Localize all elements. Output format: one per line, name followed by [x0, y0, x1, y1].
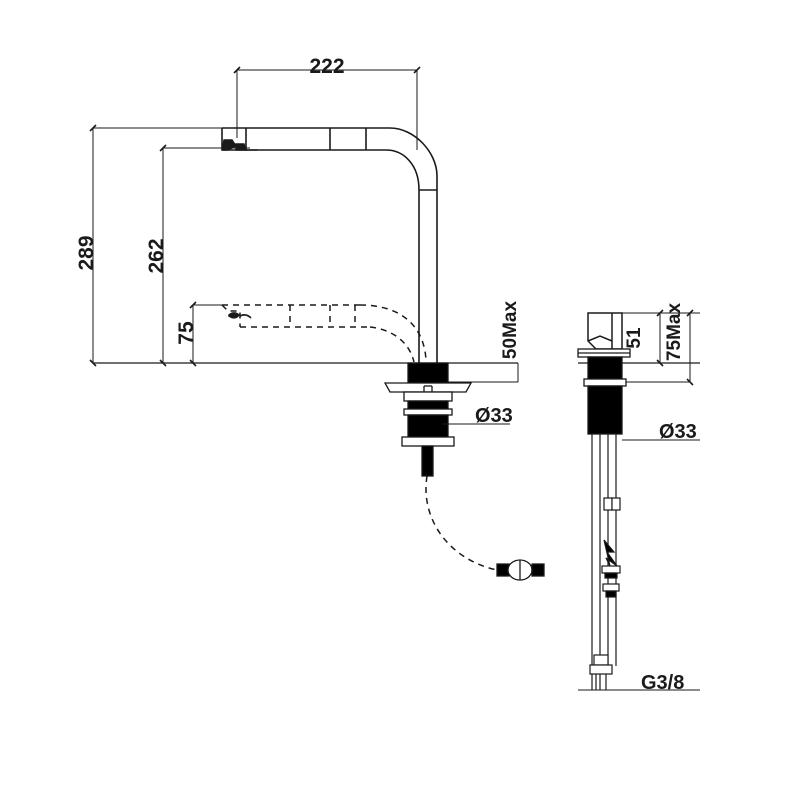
- dimension-label-spout-reach: 222: [309, 55, 344, 78]
- hose-quick-connector: [496, 559, 545, 581]
- dimension-witness-lines-right: [622, 312, 700, 441]
- body-escutcheon: [577, 348, 631, 358]
- dimension-label-clearance-height: 75: [175, 321, 198, 345]
- mixer-lever-and-cap: [587, 312, 623, 350]
- spout-mounting-assembly: [383, 362, 473, 477]
- supply-tail-thread: [589, 654, 613, 690]
- dimension-label-lever-height: 51: [624, 327, 645, 349]
- dimension-label-overall-height: 289: [75, 235, 98, 270]
- dimension-label-hole-diameter-body: Ø33: [659, 421, 697, 443]
- front-elevation-body-view: [577, 309, 700, 691]
- side-elevation-spout-view: [89, 66, 545, 581]
- dimension-label-deck-thickness-spout: 50Max: [500, 301, 521, 360]
- hose-inline-fittings: [601, 497, 621, 598]
- dimension-label-spout-height: 262: [145, 238, 168, 273]
- dimension-label-hole-diameter-spout: Ø33: [475, 405, 513, 427]
- dimension-label-deck-thickness-body: 75Max: [664, 303, 685, 362]
- pullout-sprayhead-extended-dashed: [221, 304, 427, 363]
- dimension-arrow-ticks-right: [656, 309, 694, 386]
- spout-supply-hose-dashed: [425, 475, 498, 571]
- dimension-label-supply-thread: G3/8: [641, 672, 684, 694]
- spray-head-nozzle-detail: [221, 139, 258, 151]
- sprayhead-nozzle-glyph: [228, 312, 252, 319]
- body-shank: [583, 356, 627, 435]
